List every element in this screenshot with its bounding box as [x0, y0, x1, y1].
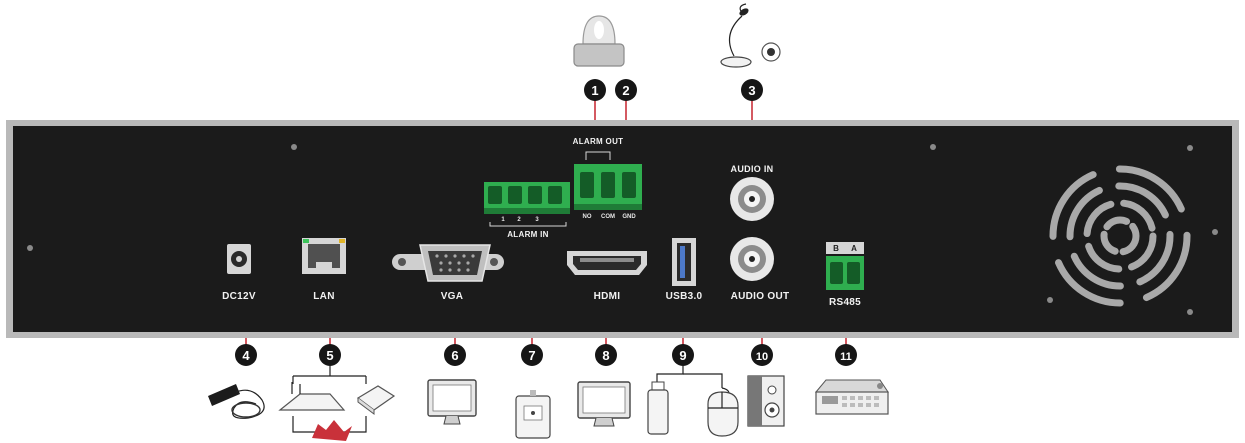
svg-text:6: 6 — [451, 348, 458, 363]
alarm-in-pin-labels: 1 2 3 — [501, 217, 539, 223]
callout-10: 10 — [751, 344, 773, 366]
usb-port: USB3.0 — [666, 238, 703, 302]
vga-label: VGA — [441, 291, 464, 302]
svg-text:11: 11 — [840, 351, 852, 363]
usb-drive-icon — [647, 366, 684, 435]
alarm-out-pin-labels: NO COM GND — [583, 214, 637, 220]
chassis-panel — [13, 126, 1232, 332]
svg-text:7: 7 — [528, 348, 535, 363]
lan-label: LAN — [313, 291, 334, 302]
mouse-icon — [683, 373, 739, 437]
router-icon — [278, 366, 367, 411]
hdmi-monitor-icon — [577, 381, 631, 427]
callout-1: 1 — [584, 79, 606, 101]
audio-in-label: AUDIO IN — [731, 164, 774, 174]
alarm-out-pin-no: NO — [583, 214, 592, 220]
audio-out-label: AUDIO OUT — [731, 291, 790, 302]
microphone-icon — [720, 3, 781, 68]
rs485-port: B A RS485 — [826, 242, 864, 308]
internet-cloud-icon — [292, 416, 367, 441]
callout-6: 6 — [444, 344, 466, 366]
callout-7: 7 — [521, 344, 543, 366]
rs485-pin-b: B — [833, 244, 839, 253]
alarm-out-terminal: ALARM OUT NO COM GND — [573, 137, 642, 220]
callout-8: 8 — [595, 344, 617, 366]
alarm-out-pin-gnd: GND — [622, 214, 636, 220]
alarm-out-pin-com: COM — [601, 214, 615, 220]
alarm-in-terminal: 1 2 3 ALARM IN — [484, 182, 570, 239]
vga-pins — [435, 254, 475, 272]
callout-11: 11 — [835, 344, 857, 366]
rs485-pin-labels: B A — [833, 244, 857, 253]
callout-3: 3 — [741, 79, 763, 101]
svg-text:8: 8 — [602, 348, 609, 363]
svg-text:5: 5 — [326, 348, 333, 363]
screw — [1047, 297, 1053, 303]
callout-9: 9 — [672, 344, 694, 366]
dc12v-label: DC12V — [222, 291, 256, 302]
dc12v-port: DC12V — [222, 244, 256, 302]
svg-text:4: 4 — [242, 348, 250, 363]
alarm-in-pin-2: 2 — [517, 217, 521, 223]
callout-2: 2 — [615, 79, 637, 101]
screw — [291, 144, 297, 150]
callout-5: 5 — [319, 344, 341, 366]
speaker-icon — [747, 375, 785, 427]
fan-grille — [1049, 165, 1191, 307]
alarm-out-label: ALARM OUT — [573, 137, 624, 146]
alarm-in-label: ALARM IN — [507, 230, 549, 239]
lan-port: LAN — [302, 238, 346, 302]
alarm-in-pin-1: 1 — [501, 217, 505, 223]
rs485-label: RS485 — [829, 297, 861, 308]
svg-text:2: 2 — [622, 83, 629, 98]
chassis — [6, 120, 1239, 338]
vga-monitor-icon — [427, 379, 477, 425]
ptz-keyboard-icon — [814, 379, 889, 415]
screw — [930, 144, 936, 150]
screw — [1187, 309, 1193, 315]
svg-text:9: 9 — [679, 348, 686, 363]
mounting-screws — [27, 144, 1218, 315]
alarm-siren-icon — [573, 15, 625, 67]
alarm-in-pin-3: 3 — [535, 217, 539, 223]
callout-4: 4 — [235, 344, 257, 366]
screw — [1212, 229, 1218, 235]
hdmi-label: HDMI — [594, 291, 621, 302]
callout-badges: 1 2 3 4 5 6 7 8 9 10 11 — [235, 79, 857, 366]
audio-in-port: AUDIO IN — [730, 164, 774, 221]
svg-text:1: 1 — [591, 83, 598, 98]
alarm-sensor-icon — [515, 390, 551, 439]
usb-label: USB3.0 — [666, 291, 703, 302]
network-switch-icon — [356, 385, 396, 415]
audio-out-port: AUDIO OUT — [730, 237, 789, 302]
svg-text:10: 10 — [756, 351, 768, 363]
svg-text:3: 3 — [748, 83, 755, 98]
hdmi-port: HDMI — [567, 251, 647, 302]
power-adapter-icon — [208, 384, 265, 419]
screw — [27, 245, 33, 251]
screw — [1187, 145, 1193, 151]
vga-port: VGA — [392, 244, 504, 302]
rs485-pin-a: A — [851, 244, 857, 253]
